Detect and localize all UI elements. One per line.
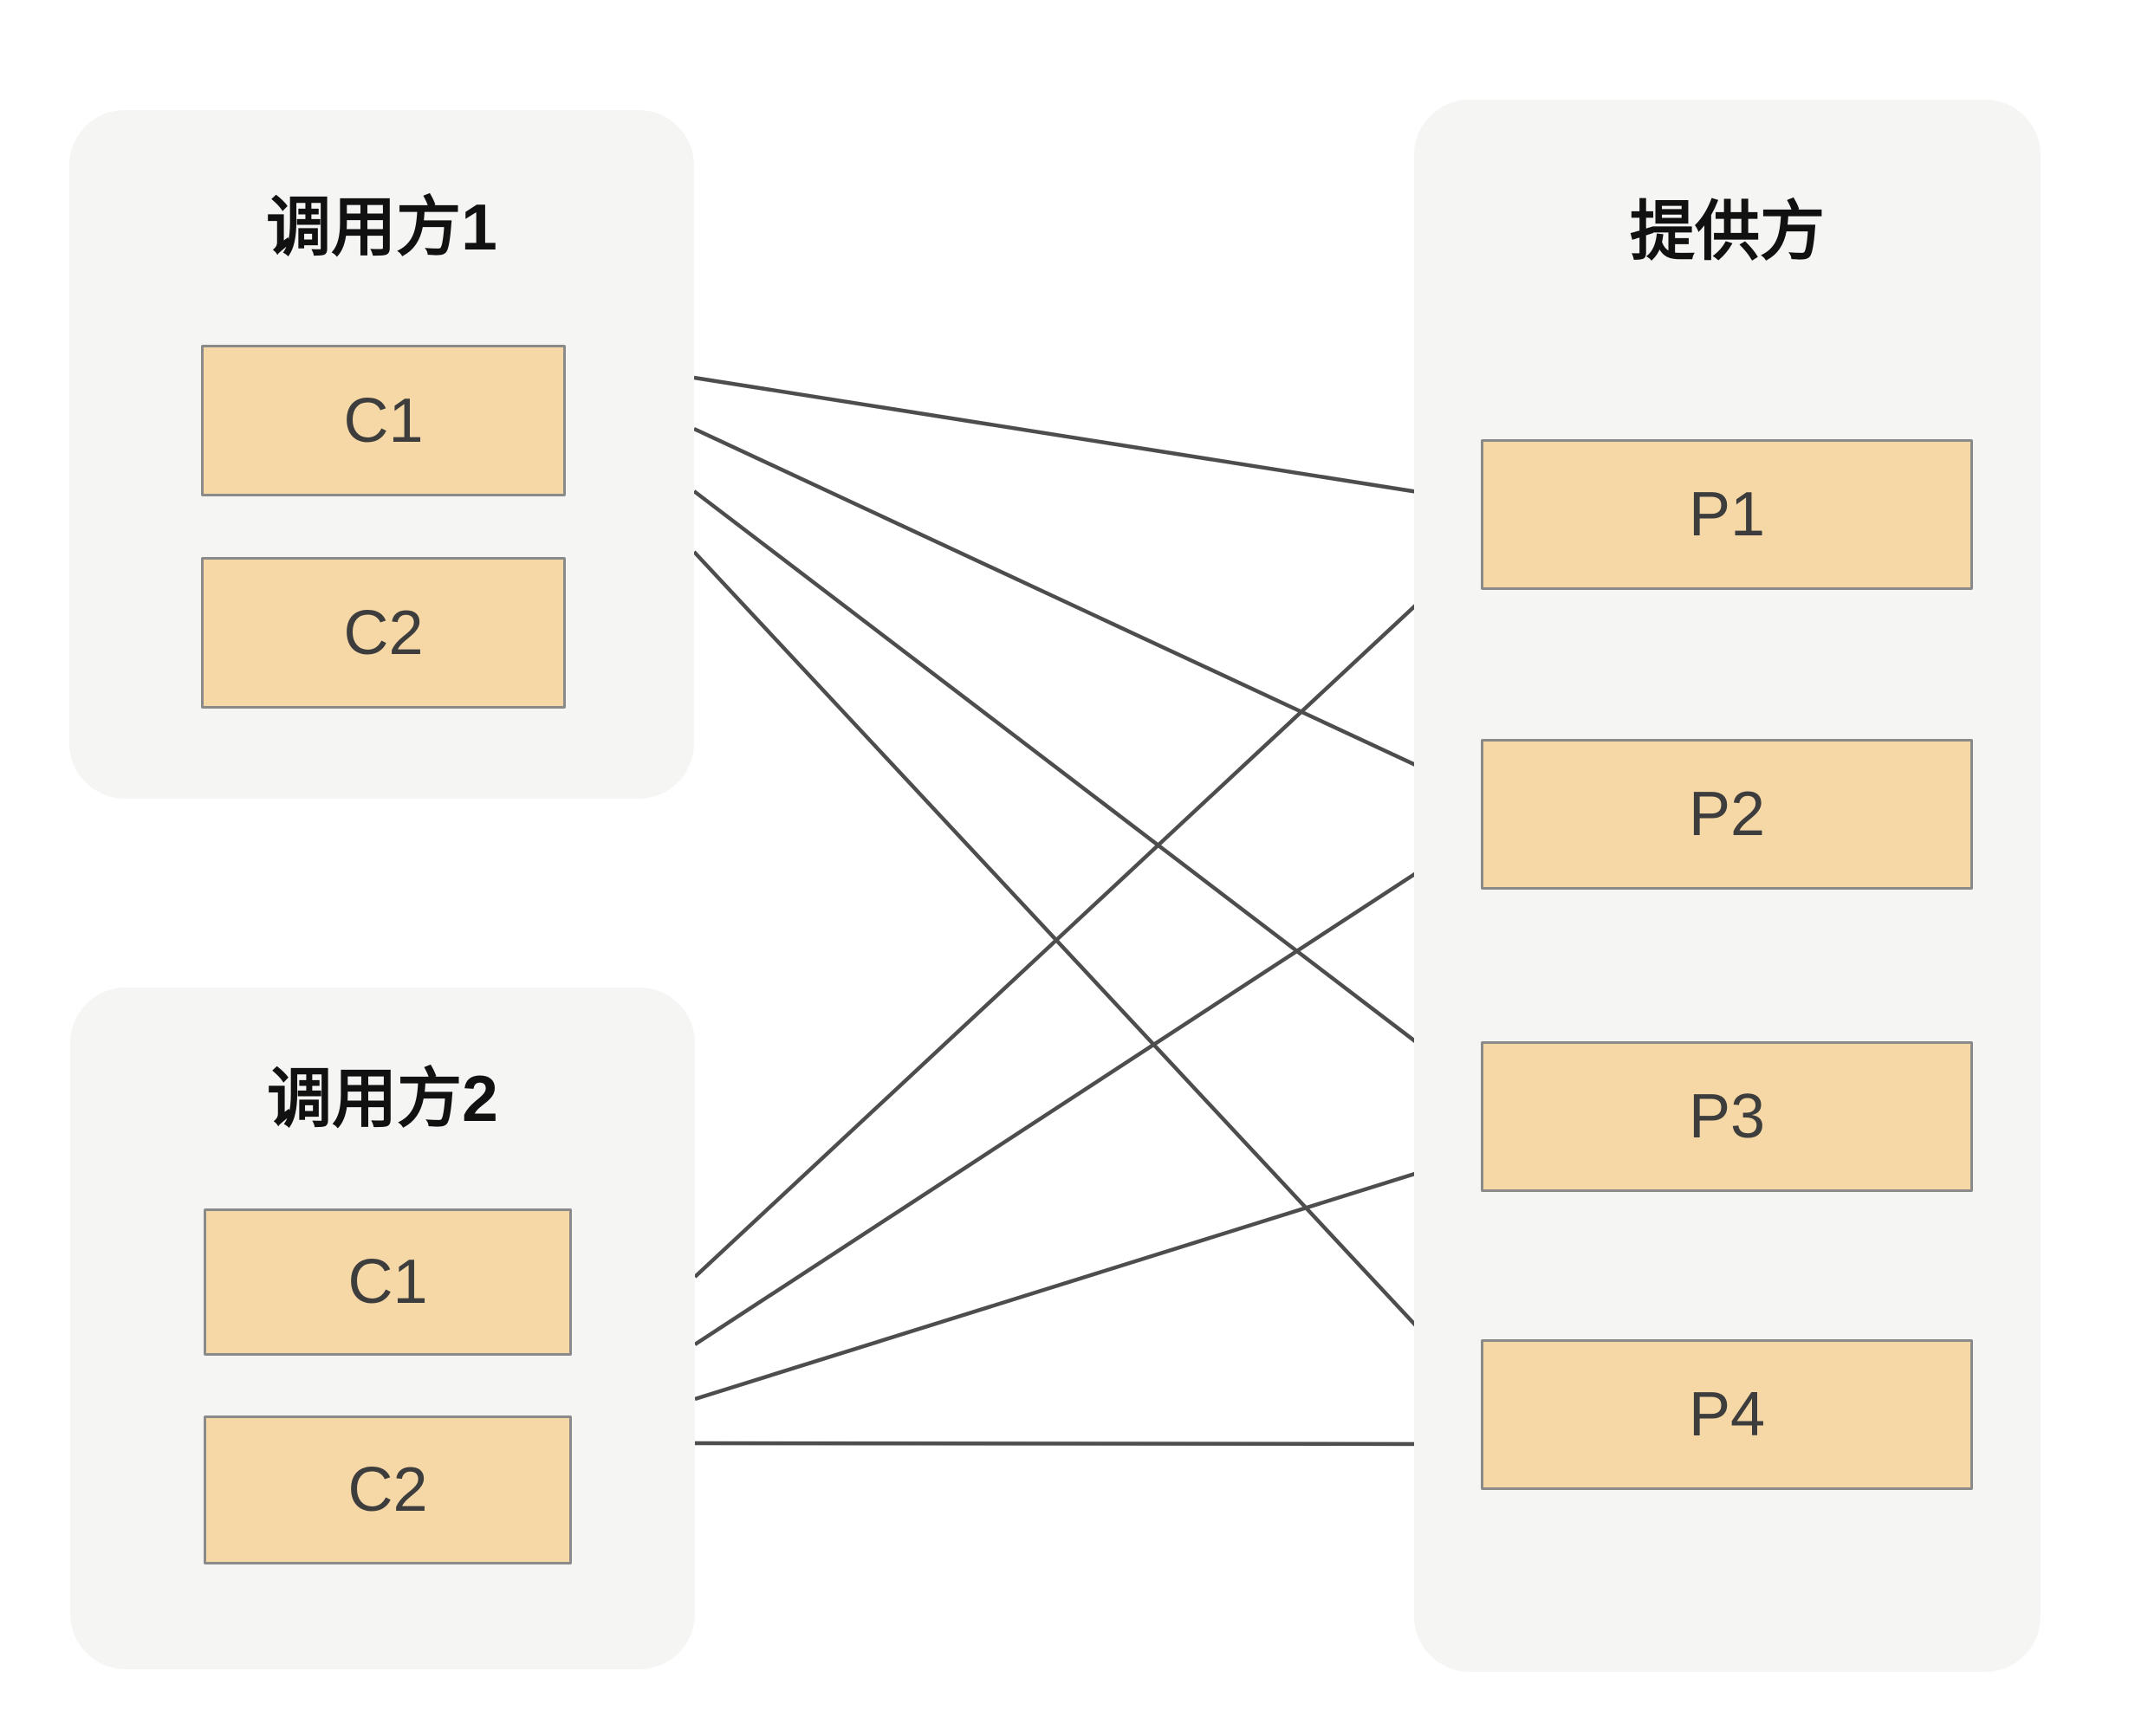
node-provider-p3: P3: [1481, 1041, 1973, 1192]
panel-caller-2-title: 调用方2: [267, 1062, 498, 1135]
edge-caller1-P2: [693, 426, 1476, 794]
panel-caller-2: 调用方2 C1 C2: [70, 988, 695, 1669]
panel-caller-1: 调用方1 C1 C2: [69, 110, 694, 799]
edge-caller2-P1: [693, 549, 1476, 1279]
edge-caller1-P1: [693, 375, 1477, 510]
node-provider-p1-label: P1: [1688, 480, 1766, 549]
edge-caller1-P3: [692, 489, 1476, 1088]
panel-caller-1-title: 调用方1: [266, 191, 497, 263]
node-caller2-c2-label: C2: [347, 1455, 428, 1525]
node-provider-p2: P2: [1481, 739, 1973, 890]
node-provider-p4: P4: [1481, 1339, 1973, 1490]
node-caller1-c1-label: C1: [343, 385, 424, 456]
node-caller1-c2-label: C2: [343, 598, 424, 668]
node-caller1-c2: C2: [201, 557, 566, 709]
node-provider-p4-label: P4: [1688, 1380, 1766, 1449]
node-provider-p2-label: P2: [1688, 780, 1766, 849]
edge-caller2-P4: [694, 1431, 1477, 1457]
panel-provider-title: 提供方: [1629, 195, 1825, 268]
panel-provider: 提供方 P1 P2 P3 P4: [1414, 100, 2041, 1672]
edge-caller2-P2: [693, 833, 1476, 1346]
node-provider-p1: P1: [1481, 439, 1973, 590]
node-caller2-c1-label: C1: [347, 1247, 428, 1317]
node-caller1-c1: C1: [201, 345, 566, 496]
node-provider-p3-label: P3: [1688, 1082, 1766, 1151]
node-caller2-c1: C1: [204, 1208, 572, 1356]
edge-caller2-P3: [694, 1150, 1477, 1402]
node-caller2-c2: C2: [204, 1415, 572, 1564]
edge-caller1-P4: [692, 550, 1476, 1390]
